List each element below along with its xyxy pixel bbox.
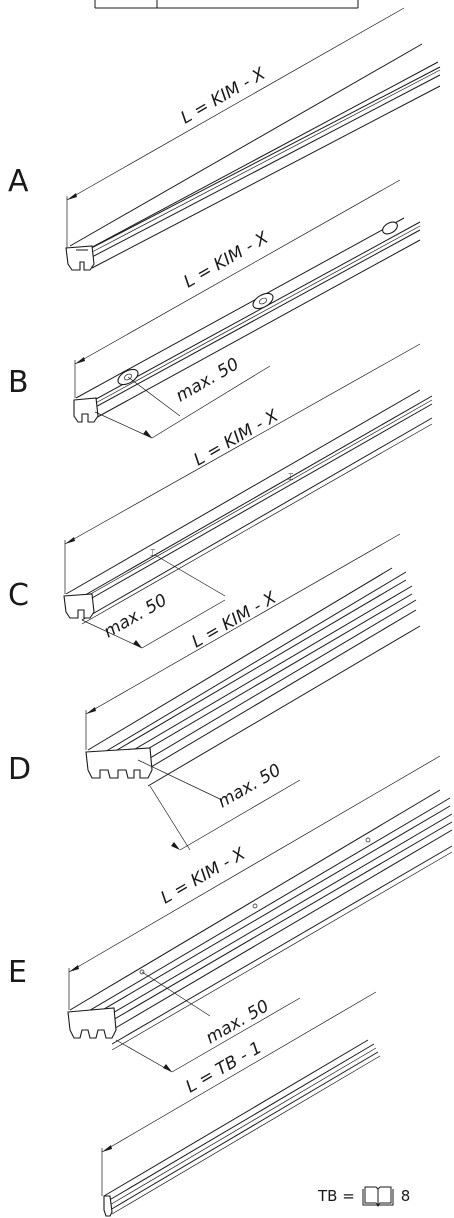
header-table — [94, 0, 359, 9]
length-label-tb: L = TB - 1 — [183, 1038, 266, 1097]
spacing-label-c: max. 50 — [101, 590, 171, 642]
variant-letter-d: D — [8, 752, 32, 787]
length-label-e: L = KIM - X — [158, 844, 250, 908]
open-book-icon — [362, 1186, 394, 1207]
dimension-e: L = KIM - X max. 50 — [68, 755, 441, 1073]
svg-text:⌶: ⌶ — [288, 473, 293, 483]
variant-letter-e: E — [8, 955, 27, 990]
rail-tb — [103, 1039, 381, 1217]
rail-b — [73, 217, 421, 423]
spacing-label-d: max. 50 — [215, 760, 285, 812]
dimension-c: L = KIM - X max. 50 — [64, 343, 421, 649]
variant-letter-a: A — [8, 164, 29, 199]
rail-a — [65, 43, 441, 271]
rail-d — [85, 567, 421, 787]
length-label-c: L = KIM - X — [191, 406, 283, 470]
variant-letter-b: B — [8, 365, 29, 400]
rail-e — [67, 789, 453, 1051]
rail-c: ⌶ ⌶ — [63, 389, 433, 625]
spacing-label-e: max. 50 — [203, 996, 273, 1048]
footnote: TB = 8 — [318, 1185, 410, 1207]
footnote-page: 8 — [400, 1187, 411, 1205]
variant-letter-c: C — [8, 578, 29, 613]
spacing-label-b: max. 50 — [173, 354, 243, 406]
footnote-prefix: TB = — [318, 1187, 355, 1205]
dimension-a: L = KIM - X — [66, 7, 405, 248]
length-label-a: L = KIM - X — [178, 64, 270, 128]
dimension-d: L = KIM - X max. 50 — [85, 533, 401, 851]
svg-text:⌶: ⌶ — [150, 549, 155, 559]
